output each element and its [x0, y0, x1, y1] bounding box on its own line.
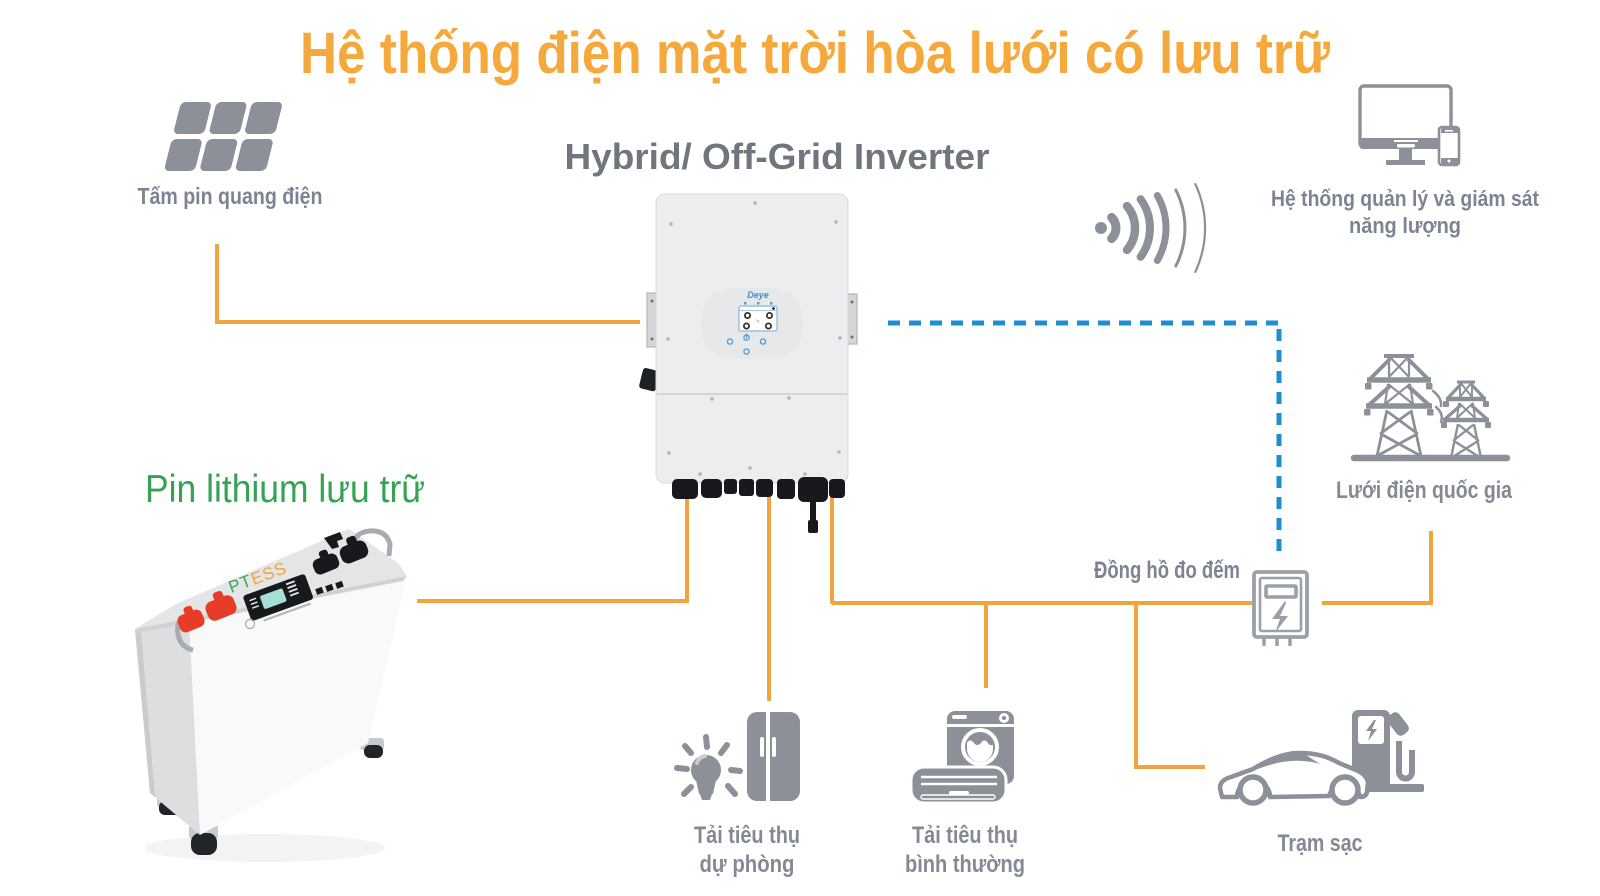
svg-text:Hệ thống điện mặt trời hòa lướ: Hệ thống điện mặt trời hòa lưới có lưu t…	[300, 21, 1330, 86]
svg-text:Trạm sạc: Trạm sạc	[1278, 830, 1363, 857]
svg-text:Đồng hồ đo đếm: Đồng hồ đo đếm	[1094, 557, 1240, 584]
svg-text:Tải tiêu thụ: Tải tiêu thụ	[912, 822, 1018, 849]
svg-text:Pin lithium lưu trữ: Pin lithium lưu trữ	[145, 468, 425, 511]
svg-text:bình thường: bình thường	[905, 851, 1025, 878]
svg-text:dự phòng: dự phòng	[700, 851, 795, 878]
svg-text:Lưới điện quốc gia: Lưới điện quốc gia	[1336, 477, 1513, 504]
svg-text:năng lượng: năng lượng	[1349, 213, 1461, 238]
svg-text:Tải tiêu thụ: Tải tiêu thụ	[694, 822, 800, 849]
svg-text:Deye: Deye	[747, 290, 769, 300]
svg-text:Hybrid/ Off-Grid Inverter: Hybrid/ Off-Grid Inverter	[565, 136, 990, 177]
svg-text:Hệ thống quản lý và giám sát: Hệ thống quản lý và giám sát	[1271, 186, 1540, 211]
svg-text:Tấm pin quang điện: Tấm pin quang điện	[138, 183, 323, 209]
